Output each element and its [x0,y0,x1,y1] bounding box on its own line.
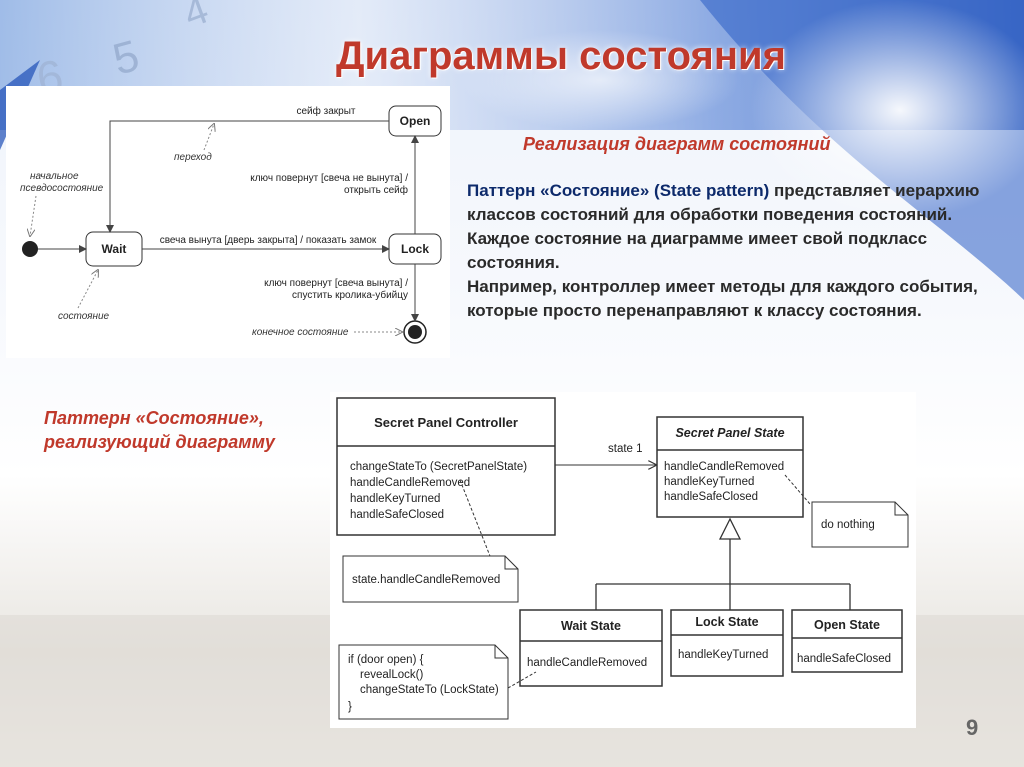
description-paragraph-1-rest: представляет иерархию классов состояний … [467,181,980,224]
transition-safe-closed [106,120,389,233]
pattern-caption-line-2: реализующий диаграмму [44,432,275,452]
label-key-turned-2b: спустить кролика-убийцу [292,289,408,301]
annotation-initial-1: начальное [30,171,79,182]
state-class-method-0: handleCandleRemoved [664,461,784,473]
class-diagram: Secret Panel Controller changeStateTo (S… [336,397,909,720]
note-do-nothing-link [784,474,811,505]
description-paragraph-2: Каждое состояние на диаграмме имеет свой… [467,229,928,272]
annotation-state-pointer [77,270,98,309]
note-code: if (door open) { revealLock() changeStat… [338,644,509,720]
note-code-link [507,671,537,689]
controller-method-1: handleCandleRemoved [350,477,470,489]
note-delegate-text: state.handleCandleRemoved [352,574,500,586]
state-class-method-2: handleSafeClosed [664,491,758,503]
lock-state-method: handleKeyTurned [678,649,768,661]
class-open-state: Open State handleSafeClosed [791,609,903,673]
lock-state-name: Lock State [695,615,758,629]
initial-pseudostate [22,241,38,257]
description-text: Паттерн «Состояние» (State pattern) пред… [467,179,1012,323]
annotation-transition: переход [174,152,212,163]
annotation-initial-2: псевдосостояние [20,183,104,194]
label-key-turned-1: ключ повернут [свеча не вынута] / [250,173,408,184]
label-key-turned-2: ключ повернут [свеча вынута] / [264,278,408,289]
label-safe-closed: сейф закрыт [296,105,355,117]
slide-title: Диаграммы состояния [336,34,786,78]
description-paragraph-1: Паттерн «Состояние» (State pattern) пред… [467,179,1012,227]
description-paragraph-3: Например, контроллер имеет методы для ка… [467,277,978,320]
class-wait-state: Wait State handleCandleRemoved [519,609,663,687]
note-delegate-link [459,479,491,557]
state-wait: Wait [85,231,143,267]
code-line-0: if (door open) { [348,654,424,666]
state-diagram-panel [6,86,450,358]
class-secret-panel-state: Secret Panel State handleCandleRemoved h… [656,416,804,518]
controller-method-2: handleKeyTurned [350,493,440,505]
section-subtitle: Реализация диаграмм состояний [523,134,831,154]
wait-state-method: handleCandleRemoved [527,657,647,669]
association-label: state 1 [608,443,643,455]
annotation-state: состояние [58,311,110,322]
state-lock-label: Lock [401,242,429,256]
state-pattern-highlight: Паттерн «Состояние» (State pattern) [467,181,770,200]
label-candle-removed: свеча вынута [дверь закрыта] / показать … [160,235,377,246]
note-delegate: state.handleCandleRemoved [342,555,519,603]
note-do-nothing-text: do nothing [821,519,875,531]
pattern-caption: Паттерн «Состояние», реализующий диаграм… [44,406,334,454]
wait-state-name: Wait State [561,619,621,633]
pattern-caption-line-1: Паттерн «Состояние», [44,408,264,428]
state-lock: Lock [388,233,442,265]
class-lock-state: Lock State handleKeyTurned [670,609,784,677]
generalization-tree [595,517,851,610]
open-state-name: Open State [814,618,880,632]
code-line-3: } [348,701,352,713]
controller-method-3: handleSafeClosed [350,509,444,521]
state-wait-label: Wait [102,242,127,256]
note-do-nothing: do nothing [811,501,909,548]
final-state [403,320,427,344]
open-state-method: handleSafeClosed [797,653,891,665]
annotation-transition-pointer [203,124,214,151]
page-number: 9 [966,715,979,740]
controller-name: Secret Panel Controller [374,415,518,430]
annotation-initial-pointer [30,195,37,236]
state-diagram: Open Wait Lock сейф закрыт ключ повернут… [20,105,442,344]
code-line-2: changeStateTo (LockState) [360,684,499,696]
state-open-label: Open [400,114,431,128]
state-open: Open [388,105,442,137]
state-class-method-1: handleKeyTurned [664,476,754,488]
state-class-name: Secret Panel State [675,426,784,440]
annotation-final: конечное состояние [252,327,349,338]
label-key-turned-1b: открыть сейф [344,184,408,196]
code-line-1: revealLock() [360,669,423,681]
controller-method-0: changeStateTo (SecretPanelState) [350,461,527,473]
class-secret-panel-controller: Secret Panel Controller changeStateTo (S… [336,397,556,536]
